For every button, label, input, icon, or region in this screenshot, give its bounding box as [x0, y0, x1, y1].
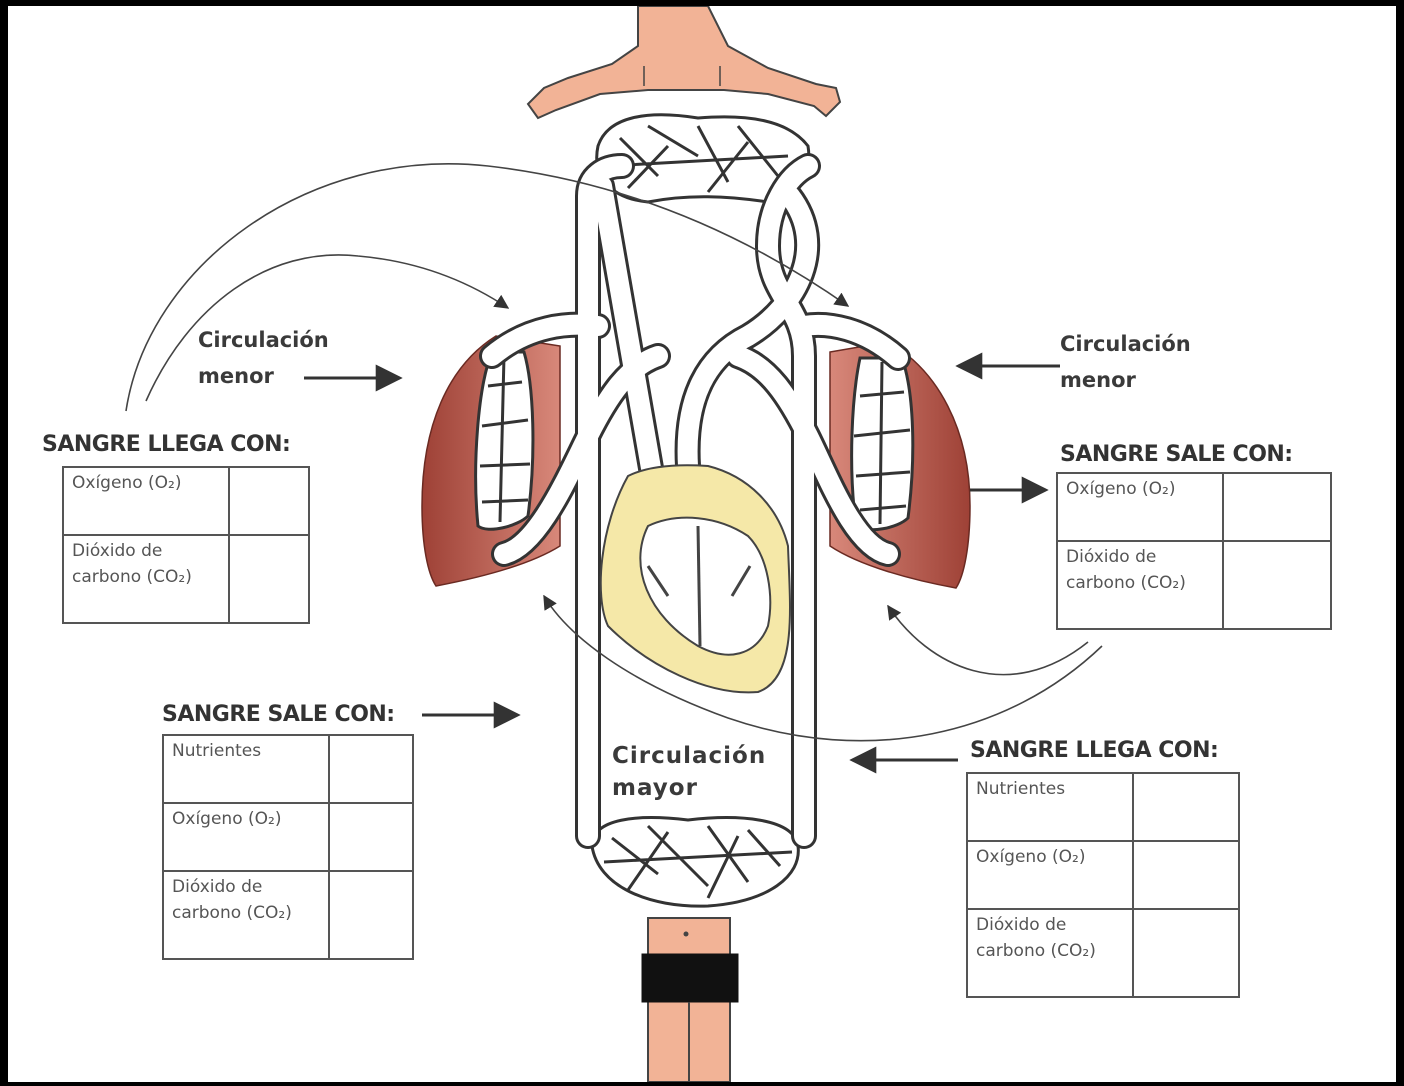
pulmonary-out-table: Oxígeno (O₂) Dióxido de carbono (CO₂) — [1056, 472, 1332, 630]
answer-cell[interactable] — [1133, 909, 1239, 997]
answer-cell[interactable] — [1133, 773, 1239, 841]
table-label: Dióxido de carbono (CO₂) — [163, 871, 329, 959]
circulacion-menor-right-label: Circulación menor — [1060, 326, 1191, 398]
sangre-llega-right-heading: SANGRE LLEGA CON: — [970, 738, 1218, 763]
answer-cell[interactable] — [329, 735, 413, 803]
sangre-llega-left-heading: SANGRE LLEGA CON: — [42, 432, 290, 457]
lower-capillary-bed — [592, 818, 798, 907]
table-label: Dióxido de carbono (CO₂) — [1057, 541, 1223, 629]
table-label: Nutrientes — [967, 773, 1133, 841]
table-label: Nutrientes — [163, 735, 329, 803]
upper-body-figure — [528, 6, 840, 118]
table-label: Dióxido de carbono (CO₂) — [967, 909, 1133, 997]
table-label: Oxígeno (O₂) — [163, 803, 329, 871]
answer-cell[interactable] — [1223, 473, 1331, 541]
table-label: Oxígeno (O₂) — [1057, 473, 1223, 541]
answer-cell[interactable] — [329, 871, 413, 959]
answer-cell[interactable] — [1133, 841, 1239, 909]
sangre-sale-right-heading: SANGRE SALE CON: — [1060, 442, 1293, 467]
diagram-frame: Circulación menor Circulación menor Circ… — [8, 6, 1396, 1082]
circulacion-menor-left-label: Circulación menor — [198, 322, 329, 394]
heart — [601, 465, 790, 692]
pulmonary-in-table: Oxígeno (O₂) Dióxido de carbono (CO₂) — [62, 466, 310, 624]
right-lung-capillaries — [852, 358, 913, 530]
lower-body-figure — [642, 918, 738, 1082]
systemic-out-table: Nutrientes Oxígeno (O₂) Dióxido de carbo… — [162, 734, 414, 960]
answer-cell[interactable] — [329, 803, 413, 871]
table-label: Oxígeno (O₂) — [63, 467, 229, 535]
circulacion-mayor-label: Circulación mayor — [612, 740, 766, 804]
answer-cell[interactable] — [229, 535, 309, 623]
table-label: Oxígeno (O₂) — [967, 841, 1133, 909]
systemic-in-table: Nutrientes Oxígeno (O₂) Dióxido de carbo… — [966, 772, 1240, 998]
table-label: Dióxido de carbono (CO₂) — [63, 535, 229, 623]
answer-cell[interactable] — [1223, 541, 1331, 629]
sangre-sale-left-heading: SANGRE SALE CON: — [162, 702, 395, 727]
left-lung-capillaries — [476, 352, 533, 529]
answer-cell[interactable] — [229, 467, 309, 535]
